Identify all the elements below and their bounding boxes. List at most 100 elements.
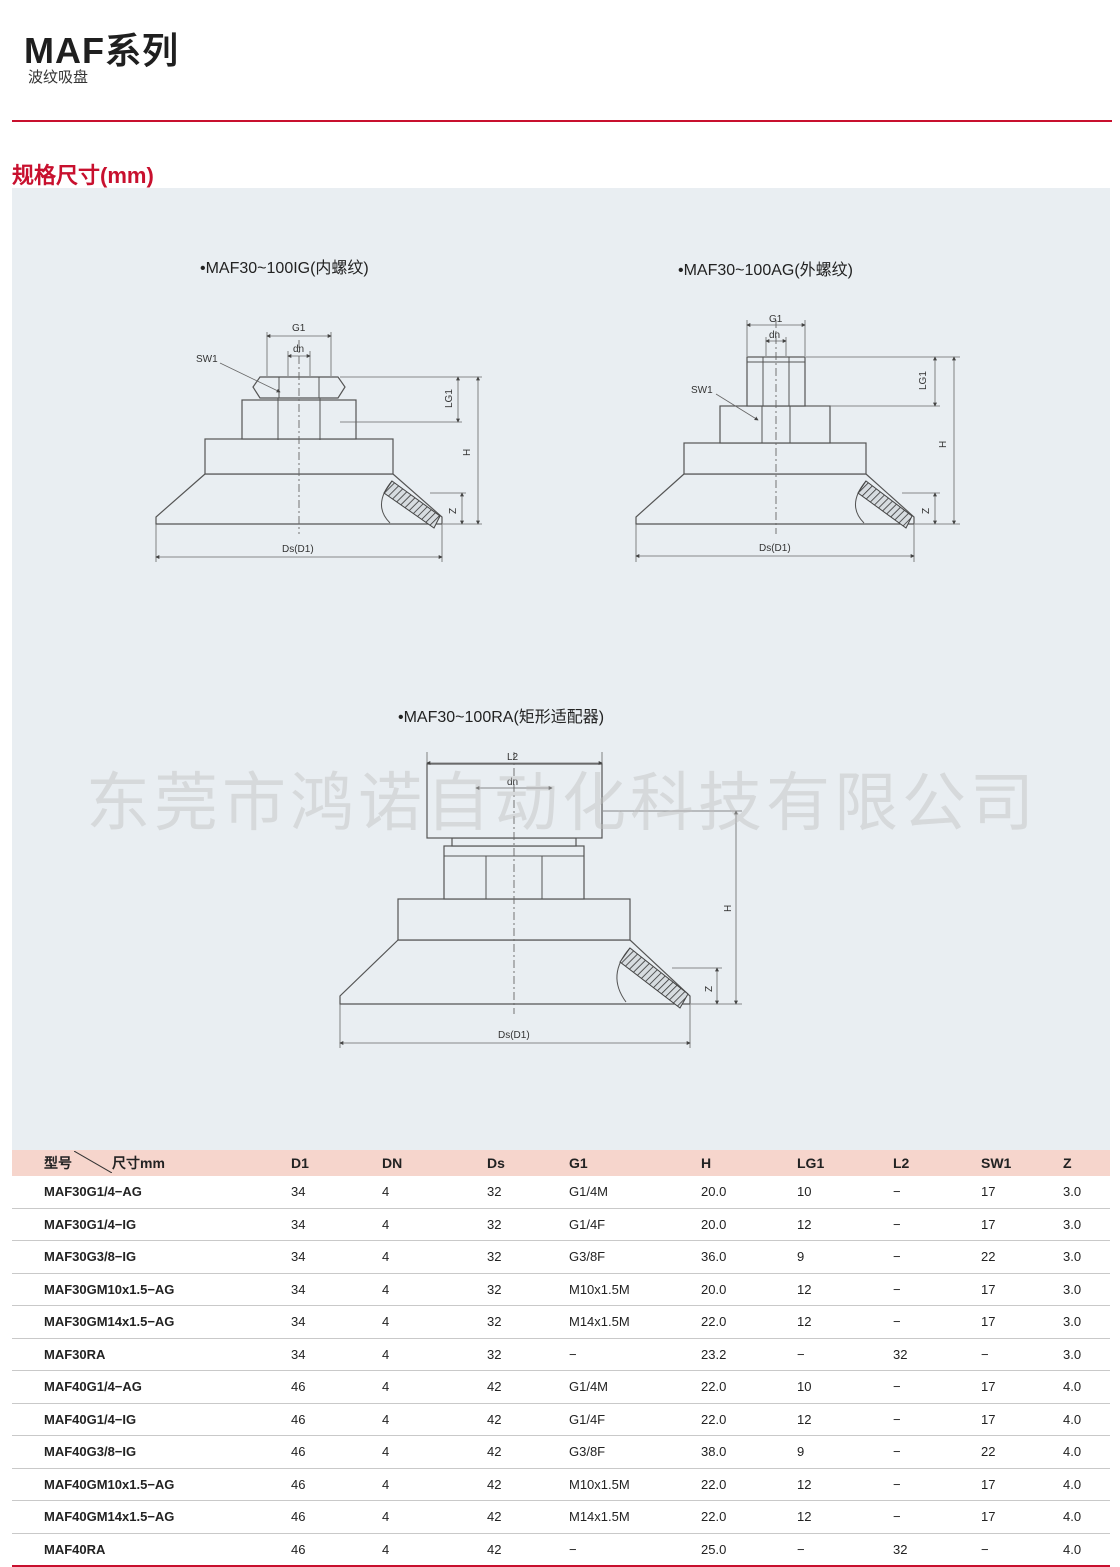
ra-dim-h: H xyxy=(723,905,734,912)
table-cell: 32 xyxy=(487,1282,569,1297)
table-cell: 34 xyxy=(291,1217,382,1232)
table-cell: 4.0 xyxy=(1063,1477,1110,1492)
table-cell: 12 xyxy=(797,1509,893,1524)
table-cell: 3.0 xyxy=(1063,1249,1110,1264)
table-cell: 34 xyxy=(291,1282,382,1297)
table-cell: 46 xyxy=(291,1444,382,1459)
table-cell: 4.0 xyxy=(1063,1444,1110,1459)
table-cell: 4 xyxy=(382,1509,487,1524)
table-cell: 38.0 xyxy=(701,1444,797,1459)
table-cell: 17 xyxy=(981,1379,1063,1394)
table-cell: 12 xyxy=(797,1217,893,1232)
table-cell: 46 xyxy=(291,1412,382,1427)
col-header: L2 xyxy=(893,1155,981,1171)
table-cell: − xyxy=(981,1347,1063,1362)
ra-dim-ds: Ds(D1) xyxy=(498,1030,530,1041)
table-cell: 34 xyxy=(291,1249,382,1264)
table-cell: 46 xyxy=(291,1542,382,1557)
table-cell: 20.0 xyxy=(701,1282,797,1297)
table-cell: 17 xyxy=(981,1184,1063,1199)
table-cell: − xyxy=(893,1444,981,1459)
ig-dim-g1: G1 xyxy=(292,323,306,334)
col-header: D1 xyxy=(291,1155,382,1171)
table-cell: 3.0 xyxy=(1063,1184,1110,1199)
table-cell: − xyxy=(893,1282,981,1297)
table-cell: 22.0 xyxy=(701,1477,797,1492)
table-cell: 32 xyxy=(893,1347,981,1362)
table-cell: 42 xyxy=(487,1477,569,1492)
col-header: DN xyxy=(382,1155,487,1171)
ag-dim-lg1: LG1 xyxy=(918,371,929,390)
table-cell: 12 xyxy=(797,1477,893,1492)
table-cell: 32 xyxy=(893,1542,981,1557)
model-cell: MAF40GM14x1.5−AG xyxy=(12,1509,291,1524)
ig-dim-lg1: LG1 xyxy=(444,389,455,408)
table-cell: 23.2 xyxy=(701,1347,797,1362)
table-cell: 36.0 xyxy=(701,1249,797,1264)
table-cell: − xyxy=(893,1412,981,1427)
table-cell: 4 xyxy=(382,1542,487,1557)
model-cell: MAF30G1/4−AG xyxy=(12,1184,291,1199)
table-cell: 4 xyxy=(382,1314,487,1329)
ra-dim-z: Z xyxy=(704,986,715,992)
ig-dim-sw1: SW1 xyxy=(196,354,218,365)
table-cell: 32 xyxy=(487,1347,569,1362)
table-cell: 46 xyxy=(291,1509,382,1524)
table-cell: 12 xyxy=(797,1412,893,1427)
table-cell: 20.0 xyxy=(701,1184,797,1199)
table-cell: 3.0 xyxy=(1063,1282,1110,1297)
table-cell: M10x1.5M xyxy=(569,1282,701,1297)
ig-dim-dn: dn xyxy=(293,344,304,355)
spec-table: 型号 尺寸mm D1 DN Ds G1 H LG1 L2 SW1 Z MAF30… xyxy=(12,1150,1110,1567)
model-cell: MAF40RA xyxy=(12,1542,291,1557)
table-cell: 4 xyxy=(382,1347,487,1362)
table-cell: G3/8F xyxy=(569,1249,701,1264)
table-cell: 17 xyxy=(981,1217,1063,1232)
table-cell: 22.0 xyxy=(701,1314,797,1329)
table-cell: 32 xyxy=(487,1249,569,1264)
table-cell: 34 xyxy=(291,1347,382,1362)
table-cell: − xyxy=(893,1379,981,1394)
ag-dim-sw1: SW1 xyxy=(691,385,713,396)
table-cell: 22.0 xyxy=(701,1379,797,1394)
table-cell: 4 xyxy=(382,1282,487,1297)
model-cell: MAF40G1/4−IG xyxy=(12,1412,291,1427)
table-cell: 4.0 xyxy=(1063,1509,1110,1524)
table-cell: M14x1.5M xyxy=(569,1509,701,1524)
table-cell: 9 xyxy=(797,1444,893,1459)
table-cell: − xyxy=(569,1347,701,1362)
table-cell: G1/4M xyxy=(569,1184,701,1199)
table-cell: 34 xyxy=(291,1314,382,1329)
table-cell: 22.0 xyxy=(701,1509,797,1524)
table-cell: 9 xyxy=(797,1249,893,1264)
table-cell: 4.0 xyxy=(1063,1542,1110,1557)
ag-dim-h: H xyxy=(938,441,949,448)
table-cell: G1/4M xyxy=(569,1379,701,1394)
ig-dim-z: Z xyxy=(448,508,459,514)
table-cell: − xyxy=(569,1542,701,1557)
table-cell: 3.0 xyxy=(1063,1347,1110,1362)
table-cell: − xyxy=(981,1542,1063,1557)
table-cell: 4 xyxy=(382,1249,487,1264)
ig-dim-h: H xyxy=(462,449,473,456)
table-cell: 22 xyxy=(981,1249,1063,1264)
table-cell: G1/4F xyxy=(569,1217,701,1232)
table-cell: − xyxy=(893,1184,981,1199)
ag-dim-g1: G1 xyxy=(769,314,783,325)
table-cell: 10 xyxy=(797,1379,893,1394)
table-cell: 4 xyxy=(382,1217,487,1232)
table-cell: 4 xyxy=(382,1477,487,1492)
table-cell: 4 xyxy=(382,1379,487,1394)
model-cell: MAF30G1/4−IG xyxy=(12,1217,291,1232)
col-header: Ds xyxy=(487,1155,569,1171)
table-cell: 4 xyxy=(382,1184,487,1199)
table-cell: 46 xyxy=(291,1379,382,1394)
col-header: H xyxy=(701,1155,797,1171)
table-cell: 42 xyxy=(487,1509,569,1524)
col-header: LG1 xyxy=(797,1155,893,1171)
model-cell: MAF40G3/8−IG xyxy=(12,1444,291,1459)
table-cell: 20.0 xyxy=(701,1217,797,1232)
